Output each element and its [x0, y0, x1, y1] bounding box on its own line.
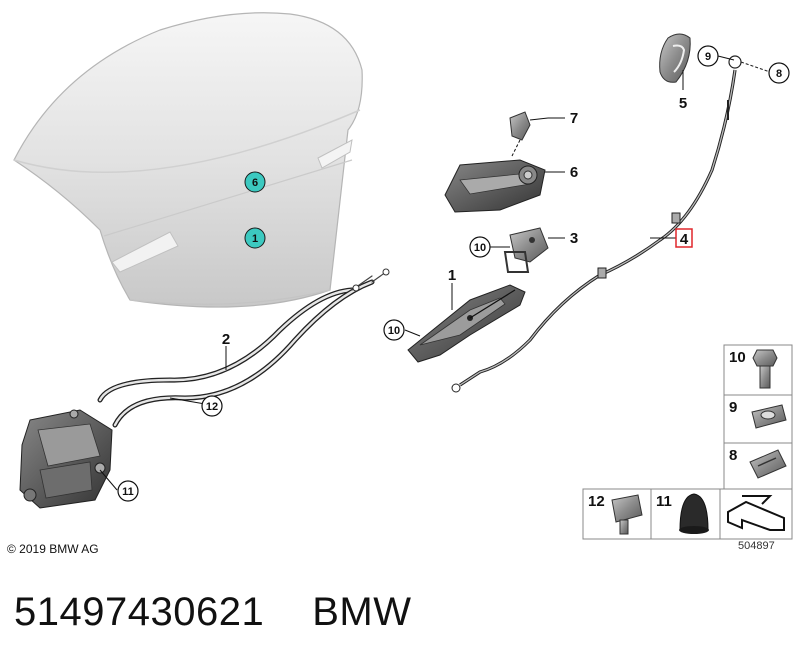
trunk-marker-1-label: 1 — [252, 233, 258, 245]
callout-6[interactable]: 6 — [570, 164, 578, 181]
legend-tile-11-label: 11 — [656, 493, 672, 510]
callout-4-highlight — [675, 228, 693, 248]
brand-name: BMW — [312, 590, 412, 634]
callout-8-label: 8 — [776, 68, 782, 80]
part-number: 51497430621 — [14, 590, 265, 634]
striker-part-3 — [503, 227, 562, 273]
trunk-marker-6-label: 6 — [252, 177, 258, 189]
callout-1[interactable]: 1 — [448, 267, 456, 284]
emergency-release-cable — [451, 69, 737, 393]
trunk-marker-6[interactable]: 6 — [244, 171, 266, 193]
callout-1-label: 1 — [448, 267, 456, 284]
callout-2[interactable]: 2 — [222, 331, 230, 348]
rubber-buffer-icon — [679, 493, 709, 531]
callout-3-label: 3 — [570, 230, 578, 247]
callout-11[interactable]: 11 — [117, 480, 139, 502]
lock-bracket — [407, 284, 526, 363]
legend-tile-12-label: 12 — [588, 493, 605, 510]
legend-tile-10[interactable]: 10 — [723, 344, 793, 396]
legend-tile-9-label: 9 — [729, 399, 737, 416]
copyright-notice: © 2019 BMW AG — [7, 542, 99, 556]
callout-2-label: 2 — [222, 331, 230, 348]
lid-lock-unit — [444, 159, 546, 213]
cable-holder-icon — [749, 449, 787, 479]
callout-4[interactable]: 4 — [675, 228, 693, 248]
callout-10-lower-label: 10 — [388, 325, 400, 337]
callout-8[interactable]: 8 — [768, 62, 790, 84]
callout-7[interactable]: 7 — [570, 110, 578, 127]
callout-4-label: 4 — [680, 231, 689, 248]
callout-9[interactable]: 9 — [697, 45, 719, 67]
legend-tile-9[interactable]: 9 — [723, 394, 793, 444]
callout-12-label: 12 — [206, 401, 218, 413]
clip-part-7 — [509, 111, 549, 157]
bolt-icon — [752, 349, 778, 367]
callout-5[interactable]: 5 — [679, 95, 687, 112]
diagram-number: 504897 — [738, 540, 775, 552]
trunk-marker-1[interactable]: 1 — [244, 227, 266, 249]
callout-5-label: 5 — [679, 95, 687, 112]
callout-11-label: 11 — [122, 486, 134, 498]
footer-part-info: 51497430621 BMW — [14, 590, 411, 635]
legend-tile-11[interactable]: 11 — [650, 488, 721, 540]
callout-10-lower[interactable]: 10 — [383, 319, 405, 341]
callout-10-upper[interactable]: 10 — [469, 236, 491, 258]
arrow-icon — [727, 500, 785, 531]
callout-10-upper-label: 10 — [474, 242, 486, 254]
legend-tile-8[interactable]: 8 — [723, 442, 793, 490]
callout-9-label: 9 — [705, 51, 711, 63]
callout-3[interactable]: 3 — [570, 230, 578, 247]
parts-legend: 10 9 8 12 11 — [582, 344, 793, 540]
cable-clip-icon — [611, 494, 643, 523]
latch-drive-unit — [19, 409, 113, 509]
legend-tile-8-label: 8 — [729, 447, 737, 464]
legend-tile-12[interactable]: 12 — [582, 488, 652, 540]
leader-lines — [99, 55, 735, 491]
callout-12[interactable]: 12 — [201, 395, 223, 417]
legend-tile-10-label: 10 — [729, 349, 746, 366]
trunk-lid — [13, 12, 363, 308]
legend-tile-more[interactable] — [719, 488, 793, 540]
callout-6-label: 6 — [570, 164, 578, 181]
bowden-cables — [97, 268, 390, 428]
callout-7-label: 7 — [570, 110, 578, 127]
